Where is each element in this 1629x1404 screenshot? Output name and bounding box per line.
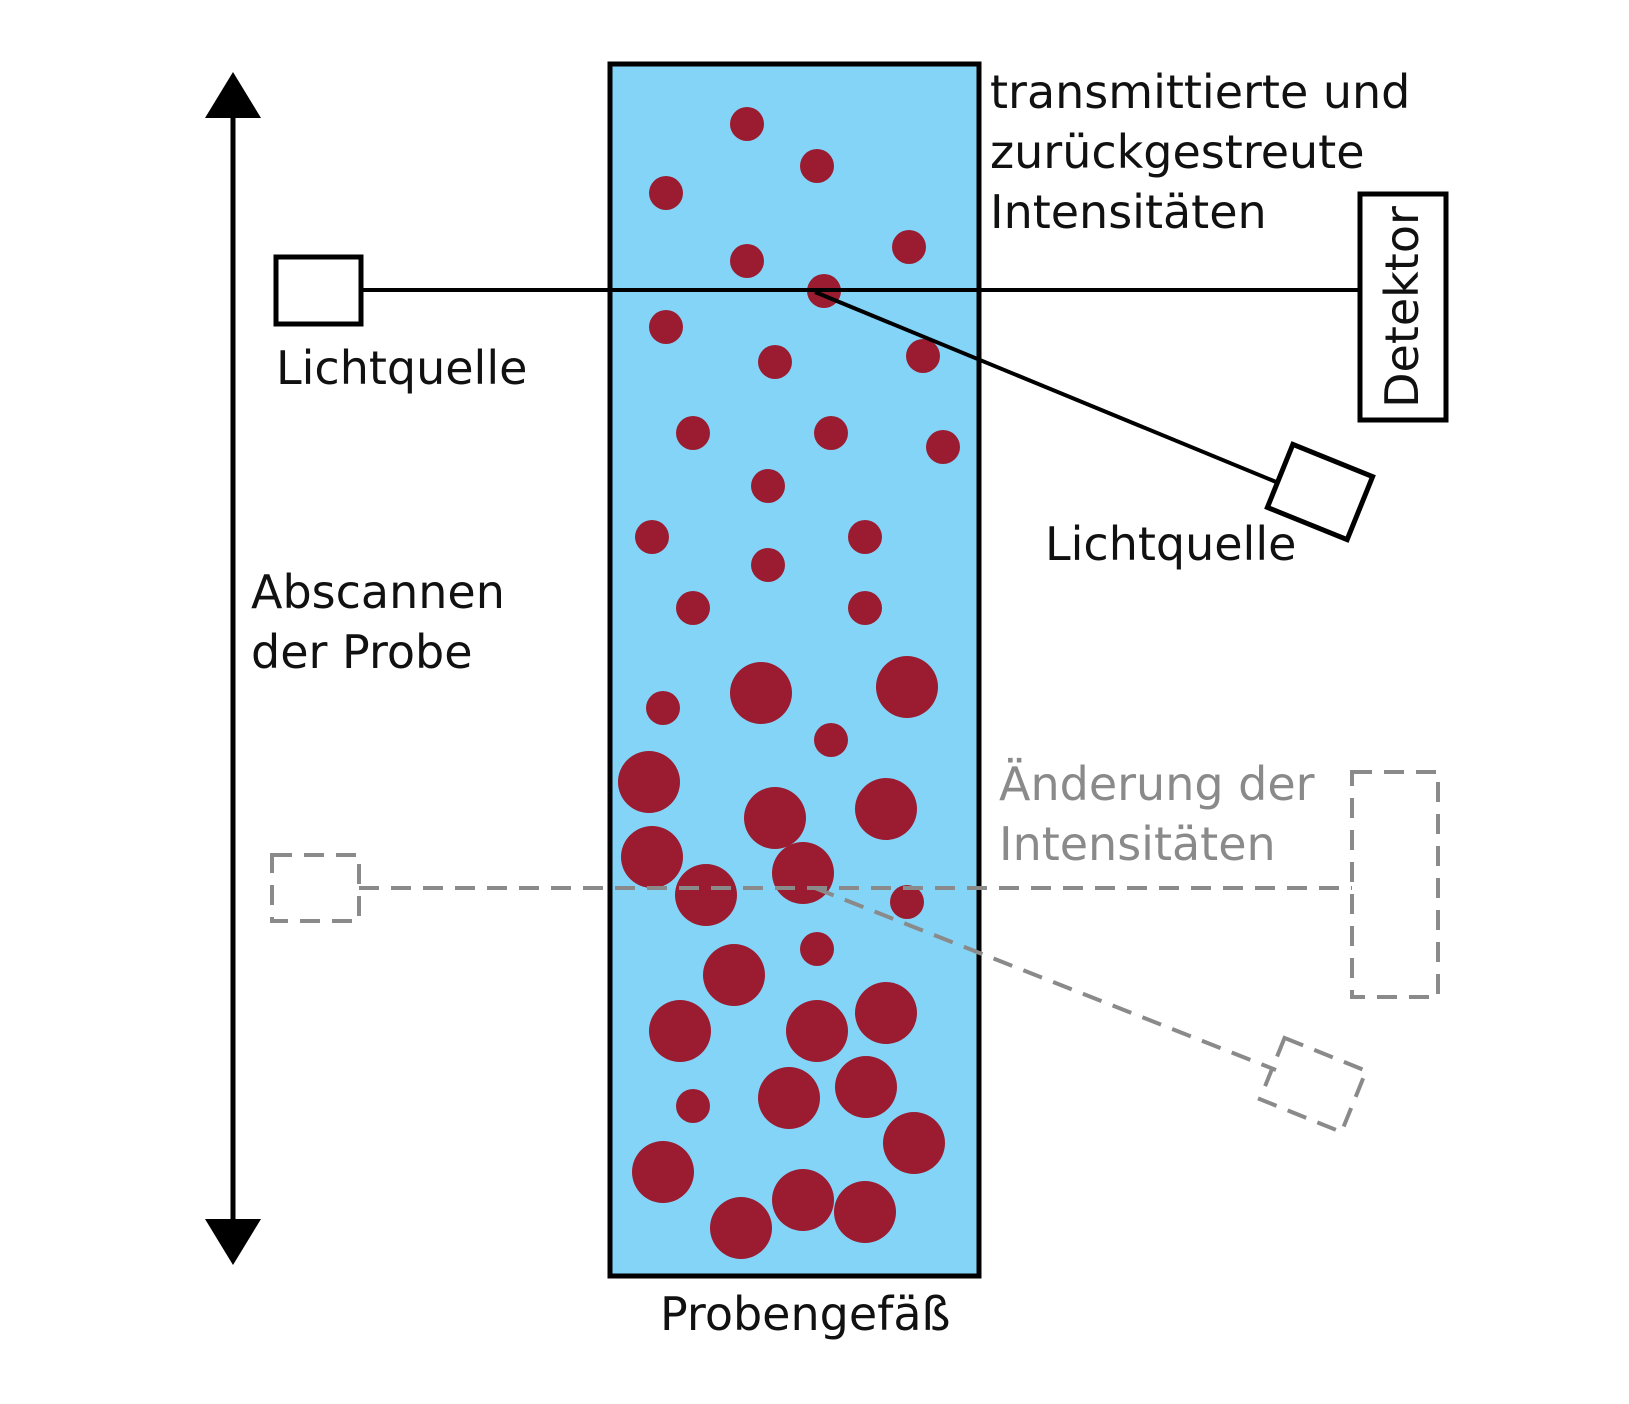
- detector-box: [1357, 191, 1449, 423]
- particle: [848, 520, 882, 554]
- scan-label-line1: Abscannen: [251, 565, 505, 619]
- particle: [730, 107, 764, 141]
- transmitted-label-line3: Intensitäten: [990, 185, 1267, 239]
- particle: [800, 932, 834, 966]
- vessel-label: Probengefäß: [660, 1287, 951, 1341]
- particle: [876, 656, 938, 718]
- particle: [751, 469, 785, 503]
- particle: [635, 520, 669, 554]
- ghost-light-source-left-box: [270, 853, 361, 923]
- light-source-right-box: [1264, 441, 1376, 543]
- backscatter-beam: [814, 290, 1282, 486]
- particle: [800, 149, 834, 183]
- particle: [730, 244, 764, 278]
- ghost-measurement: [270, 770, 1440, 1135]
- particle: [906, 339, 940, 373]
- ghost-light-source-right-box: [1257, 1035, 1369, 1135]
- particle: [883, 1112, 945, 1174]
- particle: [676, 1089, 710, 1123]
- particle: [835, 1056, 897, 1118]
- particle: [890, 885, 924, 919]
- particle: [786, 1000, 848, 1062]
- particle: [649, 176, 683, 210]
- transmitted-label-line1: transmittierte und: [990, 65, 1410, 119]
- light-source-left-box: [273, 254, 364, 327]
- particle: [848, 591, 882, 625]
- particle: [772, 842, 834, 904]
- particle: [618, 751, 680, 813]
- particle: [676, 591, 710, 625]
- particle: [751, 548, 785, 582]
- light-source-right-label: Lichtquelle: [1045, 517, 1296, 571]
- particle-group: [618, 107, 960, 1259]
- particle: [834, 1181, 896, 1243]
- particle: [676, 416, 710, 450]
- particle: [855, 778, 917, 840]
- particle: [744, 787, 806, 849]
- particle: [892, 230, 926, 264]
- particle: [814, 416, 848, 450]
- active-measurement: [273, 191, 1449, 543]
- particle: [646, 691, 680, 725]
- particle: [758, 345, 792, 379]
- light-source-left-label: Lichtquelle: [276, 341, 527, 395]
- change-label-line1: Änderung der: [999, 757, 1315, 811]
- particle: [703, 944, 765, 1006]
- scan-label-line2: der Probe: [251, 625, 473, 679]
- particle: [649, 310, 683, 344]
- particle: [710, 1197, 772, 1259]
- particle: [649, 1000, 711, 1062]
- particle: [772, 1169, 834, 1231]
- particle: [855, 982, 917, 1044]
- ghost-detector-box: [1350, 770, 1440, 999]
- particle: [814, 723, 848, 757]
- particle: [730, 662, 792, 724]
- particle: [621, 826, 683, 888]
- particle: [758, 1067, 820, 1129]
- particle: [926, 430, 960, 464]
- particle: [632, 1141, 694, 1203]
- change-label-line2: Intensitäten: [999, 817, 1276, 871]
- particle: [675, 864, 737, 926]
- ghost-backscatter-beam: [814, 886, 1277, 1072]
- detector-label: Detektor: [1375, 206, 1429, 408]
- transmitted-label-line2: zurückgestreute: [990, 125, 1365, 179]
- scan-arrow-icon: [205, 72, 261, 1265]
